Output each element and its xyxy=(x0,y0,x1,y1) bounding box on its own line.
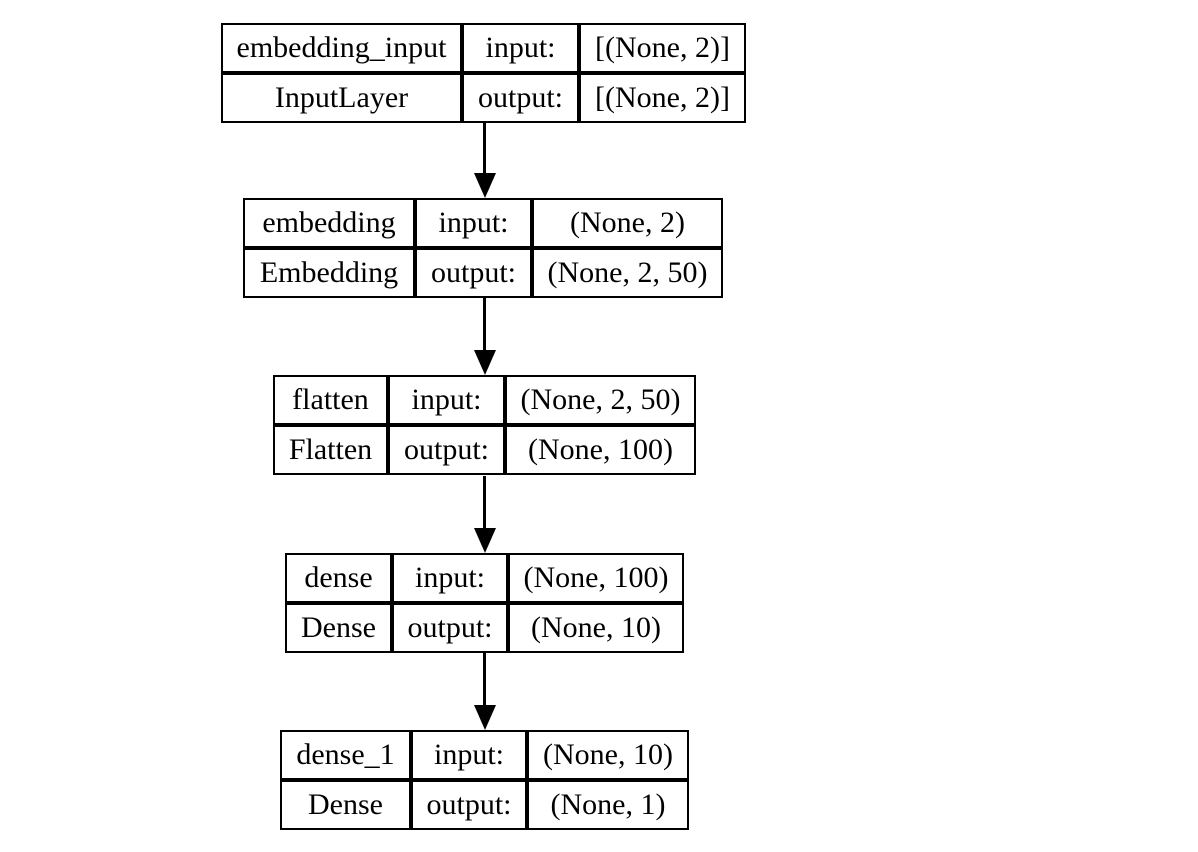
layer-type-cell: Dense xyxy=(285,603,392,653)
edge-embedding-to-flatten xyxy=(483,298,486,352)
input-shape-cell: (None, 100) xyxy=(508,553,684,603)
layer-node-dense: dense input: (None, 100) Dense output: (… xyxy=(285,553,684,653)
arrow-down-icon xyxy=(474,173,496,198)
layer-name-cell: embedding xyxy=(243,198,415,248)
layer-name-cell: embedding_input xyxy=(221,23,462,73)
input-label-cell: input: xyxy=(462,23,579,73)
layer-type-cell: Flatten xyxy=(273,425,388,475)
edge-dense-to-dense-1 xyxy=(483,651,486,707)
input-shape-cell: (None, 2) xyxy=(532,198,723,248)
layer-type-cell: Dense xyxy=(280,780,411,830)
output-label-cell: output: xyxy=(392,603,508,653)
output-shape-cell: (None, 10) xyxy=(508,603,684,653)
layer-node-dense-1: dense_1 input: (None, 10) Dense output: … xyxy=(280,730,689,830)
layer-type-cell: InputLayer xyxy=(221,73,462,123)
arrow-down-icon xyxy=(474,705,496,730)
layer-node-embedding: embedding input: (None, 2) Embedding out… xyxy=(243,198,723,298)
layer-name-cell: flatten xyxy=(273,375,388,425)
input-label-cell: input: xyxy=(388,375,505,425)
layer-type-cell: Embedding xyxy=(243,248,415,298)
input-label-cell: input: xyxy=(411,730,527,780)
edge-flatten-to-dense xyxy=(483,476,486,530)
output-label-cell: output: xyxy=(415,248,532,298)
layer-name-cell: dense_1 xyxy=(280,730,411,780)
arrow-down-icon xyxy=(474,528,496,553)
output-shape-cell: [(None, 2)] xyxy=(579,73,746,123)
output-label-cell: output: xyxy=(388,425,505,475)
output-label-cell: output: xyxy=(462,73,579,123)
input-shape-cell: (None, 2, 50) xyxy=(505,375,696,425)
input-label-cell: input: xyxy=(392,553,508,603)
input-shape-cell: (None, 10) xyxy=(527,730,689,780)
output-label-cell: output: xyxy=(411,780,527,830)
edge-embedding-input-to-embedding xyxy=(483,123,486,175)
input-shape-cell: [(None, 2)] xyxy=(579,23,746,73)
layer-node-embedding-input: embedding_input input: [(None, 2)] Input… xyxy=(221,23,746,123)
output-shape-cell: (None, 100) xyxy=(505,425,696,475)
layer-name-cell: dense xyxy=(285,553,392,603)
output-shape-cell: (None, 1) xyxy=(527,780,689,830)
arrow-down-icon xyxy=(474,350,496,375)
input-label-cell: input: xyxy=(415,198,532,248)
layer-node-flatten: flatten input: (None, 2, 50) Flatten out… xyxy=(273,375,696,475)
output-shape-cell: (None, 2, 50) xyxy=(532,248,723,298)
